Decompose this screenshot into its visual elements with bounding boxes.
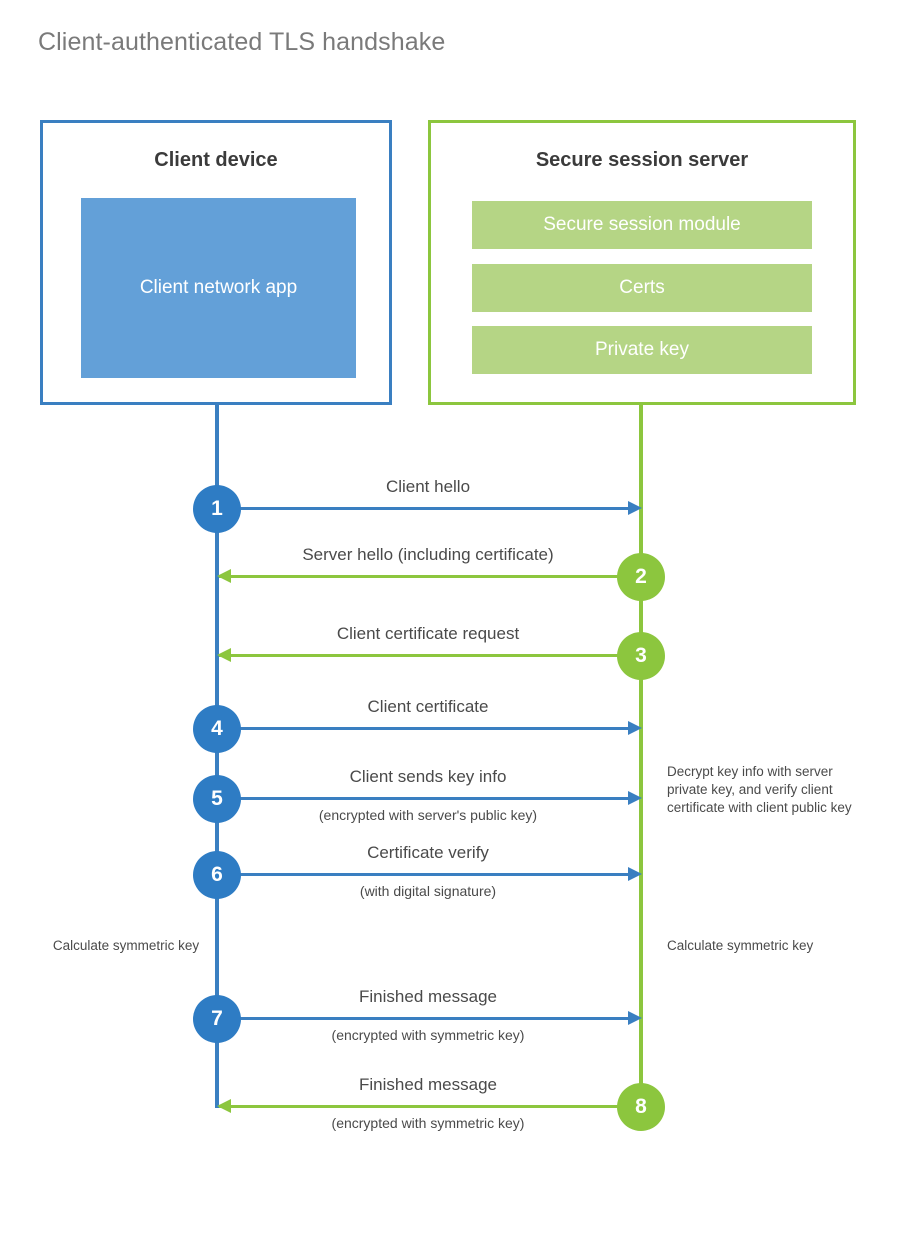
step-marker-7[interactable]: 7 xyxy=(193,994,241,1043)
message-label-6: Certificate verify xyxy=(367,843,489,862)
server-block-certs: Certs xyxy=(472,264,812,312)
client-device-title: Client device xyxy=(154,149,278,171)
client-lifeline xyxy=(215,405,219,1108)
arrow-head-right-icon xyxy=(628,867,642,881)
message-line-5 xyxy=(217,797,637,800)
message-line-1 xyxy=(217,507,637,510)
message-line-8 xyxy=(219,1105,639,1108)
client-device-box: Client device Client network app xyxy=(40,120,392,405)
arrow-head-left-icon xyxy=(217,1099,231,1113)
annotation-calculate-symmetric-key-client: Calculate symmetric key xyxy=(52,938,200,953)
step-marker-2[interactable]: 2 xyxy=(617,552,665,601)
secure-session-server-title: Secure session server xyxy=(535,149,749,171)
arrow-head-right-icon xyxy=(628,791,642,805)
message-label-4: Client certificate xyxy=(367,697,489,716)
message-label-7: Finished message xyxy=(359,987,497,1006)
secure-session-server-box: Secure session server Secure session mod… xyxy=(428,120,856,405)
client-network-app-block: Client network app xyxy=(81,198,356,378)
page-title: Client-authenticated TLS handshake xyxy=(38,28,446,56)
server-block-secure-session-module: Secure session module xyxy=(472,201,812,249)
message-sublabel-6: (with digital signature) xyxy=(359,883,497,899)
step-marker-6[interactable]: 6 xyxy=(193,850,241,899)
message-sublabel-8: (encrypted with symmetric key) xyxy=(331,1115,525,1131)
message-label-5: Client sends key info xyxy=(349,767,507,786)
step-marker-5[interactable]: 5 xyxy=(193,774,241,823)
server-block-private-key: Private key xyxy=(472,326,812,374)
annotation-decrypt-key-info: Decrypt key info with server private key… xyxy=(667,764,852,816)
message-label-3: Client certificate request xyxy=(336,624,520,643)
annotation-calculate-symmetric-key-server: Calculate symmetric key xyxy=(667,938,814,953)
arrow-head-right-icon xyxy=(628,501,642,515)
step-marker-1[interactable]: 1 xyxy=(193,484,241,533)
message-label-8: Finished message xyxy=(359,1075,497,1094)
message-line-6 xyxy=(217,873,637,876)
message-line-3 xyxy=(219,654,639,657)
message-label-1: Client hello xyxy=(385,477,471,496)
arrow-head-right-icon xyxy=(628,1011,642,1025)
arrow-head-left-icon xyxy=(217,648,231,662)
arrow-head-right-icon xyxy=(628,721,642,735)
message-label-2: Server hello (including certificate) xyxy=(302,545,554,564)
message-line-2 xyxy=(219,575,639,578)
step-marker-3[interactable]: 3 xyxy=(617,631,665,680)
message-sublabel-7: (encrypted with symmetric key) xyxy=(331,1027,525,1043)
message-line-7 xyxy=(217,1017,637,1020)
arrow-head-left-icon xyxy=(217,569,231,583)
step-marker-8[interactable]: 8 xyxy=(617,1082,665,1131)
step-marker-4[interactable]: 4 xyxy=(193,704,241,753)
server-lifeline xyxy=(639,405,643,1105)
message-sublabel-5: (encrypted with server's public key) xyxy=(318,807,538,823)
message-line-4 xyxy=(217,727,637,730)
